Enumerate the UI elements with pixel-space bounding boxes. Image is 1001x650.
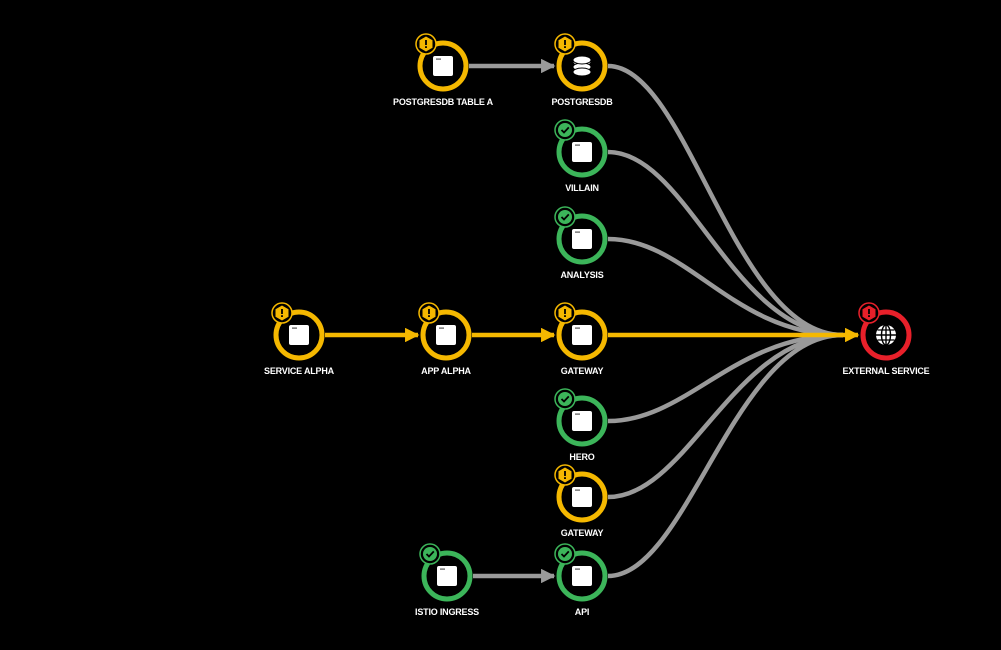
warning-badge-icon (554, 464, 576, 486)
node-label-postgresdb: POSTGRESDB (551, 97, 613, 107)
edge-villain-to-external-service[interactable] (607, 149, 844, 338)
check-badge-icon (419, 543, 441, 565)
node-label-istio-ingress: ISTIO INGRESS (415, 607, 479, 617)
node-label-villain: VILLAIN (565, 183, 599, 193)
node-external-service[interactable] (858, 302, 912, 361)
warning-badge-icon (415, 33, 437, 55)
window-icon (572, 142, 592, 162)
node-label-service-alpha: SERVICE ALPHA (264, 366, 334, 376)
warning-badge-icon (554, 33, 576, 55)
window-icon (433, 56, 453, 76)
node-label-app-alpha: APP ALPHA (421, 366, 471, 376)
globe-icon (876, 324, 896, 346)
edge-postgresdb-to-external-service[interactable] (607, 63, 844, 338)
node-service-alpha[interactable] (271, 302, 325, 361)
node-label-external-service: EXTERNAL SERVICE (842, 366, 930, 376)
node-villain[interactable] (554, 119, 608, 178)
edge-analysis-to-external-service[interactable] (607, 236, 844, 338)
node-label-gateway: GATEWAY (560, 366, 604, 376)
node-analysis[interactable] (554, 206, 608, 265)
window-icon (289, 325, 309, 345)
warning-badge-icon (418, 302, 440, 324)
window-icon (437, 566, 457, 586)
node-label-analysis: ANALYSIS (560, 270, 604, 280)
node-postgresdb[interactable] (554, 33, 608, 92)
check-badge-icon (554, 543, 576, 565)
edge-gateway-2-to-external-service[interactable] (607, 332, 844, 500)
node-label-gateway-2: GATEWAY (560, 528, 604, 538)
node-postgresdb-table-a[interactable] (415, 33, 469, 92)
edge-api-to-external-service[interactable] (607, 332, 844, 579)
check-badge-icon (554, 206, 576, 228)
database-icon (572, 55, 592, 77)
window-icon (572, 411, 592, 431)
warning-badge-icon (554, 302, 576, 324)
window-icon (572, 229, 592, 249)
node-istio-ingress[interactable] (419, 543, 473, 602)
node-app-alpha[interactable] (418, 302, 472, 361)
window-icon (436, 325, 456, 345)
check-badge-icon (554, 388, 576, 410)
node-gateway-2[interactable] (554, 464, 608, 523)
warning-badge-icon (271, 302, 293, 324)
node-label-api: API (574, 607, 590, 617)
window-icon (572, 325, 592, 345)
window-icon (572, 487, 592, 507)
node-label-hero: HERO (569, 452, 595, 462)
error-badge-icon (858, 302, 880, 324)
edge-hero-to-external-service[interactable] (607, 332, 844, 424)
node-gateway[interactable] (554, 302, 608, 361)
node-hero[interactable] (554, 388, 608, 447)
window-icon (572, 566, 592, 586)
node-label-postgresdb-table-a: POSTGRESDB TABLE A (393, 97, 493, 107)
node-api[interactable] (554, 543, 608, 602)
check-badge-icon (554, 119, 576, 141)
